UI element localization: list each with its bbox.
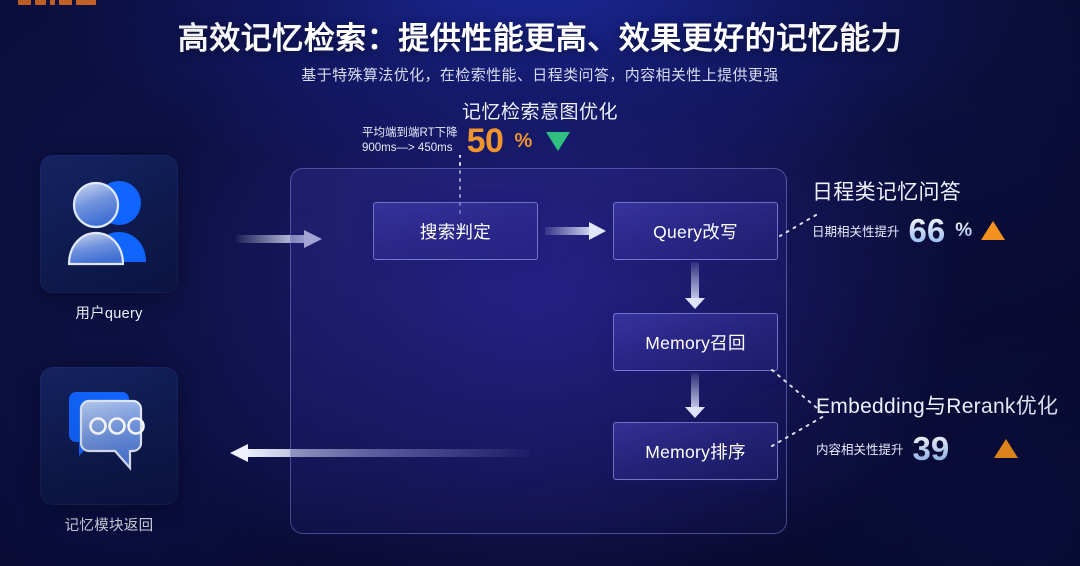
sidebar-item-memory-return-label: 记忆模块返回 <box>64 518 154 534</box>
chat-bubbles-icon <box>40 367 178 505</box>
page-subtitle: 基于特殊算法优化，在检索性能、日程类问答，内容相关性上提供更强 <box>301 67 779 84</box>
user-group-icon <box>40 155 178 293</box>
trend-up-icon <box>994 439 1019 458</box>
trend-up-icon <box>981 221 1006 240</box>
flow-node-memory-rank[interactable]: Memory排序 <box>613 422 778 480</box>
trend-down-icon <box>546 131 571 151</box>
brand-logo <box>18 0 106 5</box>
arrow-rewrite-to-recall <box>685 262 705 310</box>
section-label: 记忆检索意图优化 <box>461 102 618 123</box>
metric-latency-label-line2: 900ms—> 450ms <box>362 142 453 154</box>
metric-latency-label-line1: 平均端到端RT下降 <box>362 127 458 139</box>
metric-schedule-qa-title: 日程类记忆问答 <box>812 181 962 204</box>
metric-schedule-qa-unit: % <box>955 220 973 241</box>
metric-latency-label: 平均端到端RT下降 900ms—> 450ms <box>362 126 458 156</box>
metric-latency: 平均端到端RT下降 900ms—> 450ms 50 % <box>362 122 571 160</box>
flow-node-search-decision[interactable]: 搜索判定 <box>373 202 538 260</box>
arrow-search-to-rewrite <box>545 222 607 240</box>
flow-panel: 搜索判定 Query改写 Memory召回 Memory排序 <box>290 168 787 534</box>
metric-latency-value: 50 <box>466 122 504 160</box>
sidebar-item-memory-return[interactable]: 记忆模块返回 <box>40 367 178 535</box>
page-title: 高效记忆检索：提供性能更高、效果更好的记忆能力 <box>177 21 903 56</box>
metric-schedule-qa-label: 日期相关性提升 <box>812 225 900 239</box>
metric-embedding-rerank-label: 内容相关性提升 <box>816 443 904 457</box>
sidebar-item-user-query[interactable]: 用户query <box>40 155 178 323</box>
sidebar-item-user-query-label: 用户query <box>75 306 143 322</box>
flow-node-memory-recall[interactable]: Memory召回 <box>613 313 778 371</box>
arrow-recall-to-rank <box>685 373 705 419</box>
metric-embedding-rerank-title: Embedding与Rerank优化 <box>816 395 1059 418</box>
metric-embedding-rerank: Embedding与Rerank优化 内容相关性提升 39 <box>816 390 1058 465</box>
metric-latency-unit: % <box>514 129 533 152</box>
metric-schedule-qa: 日程类记忆问答 日期相关性提升 66 % <box>812 176 1006 249</box>
metric-schedule-qa-value: 66 <box>908 212 946 249</box>
flow-node-query-rewrite[interactable]: Query改写 <box>613 202 778 260</box>
metric-embedding-rerank-value: 39 <box>912 430 950 467</box>
